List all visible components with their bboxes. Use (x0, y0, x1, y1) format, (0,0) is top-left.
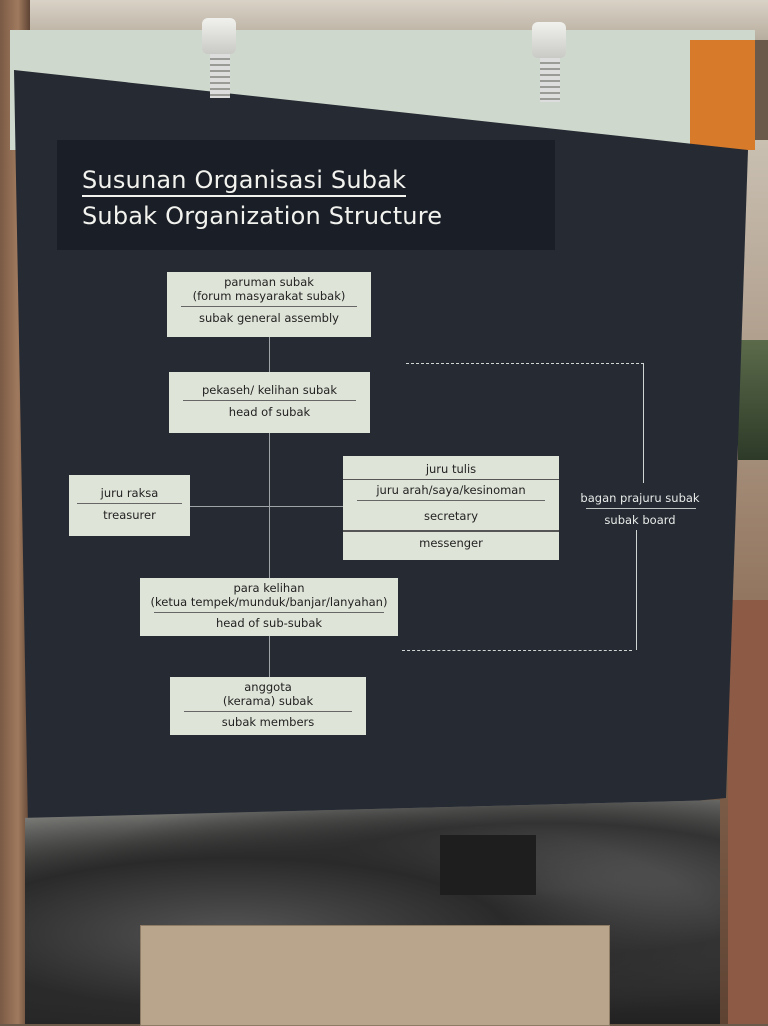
display-stand (140, 925, 610, 1026)
node-label: (ketua tempek/munduk/banjar/lanyahan) (150, 595, 388, 609)
panel-accent-strip (690, 40, 755, 150)
node-label: para kelihan (233, 581, 305, 595)
node-english-label: secretary (423, 509, 479, 523)
node-label: (kerama) subak (222, 694, 314, 708)
node-english-label: head of sub-subak (215, 616, 323, 630)
board-bracket-top (406, 363, 644, 364)
node-para-kelihan: para kelihan (ketua tempek/munduk/banjar… (140, 578, 398, 636)
spotlight-lamp-right (526, 14, 570, 102)
node-juru-tulis: juru tulis juru arah/saya/kesinoman secr… (343, 456, 559, 560)
node-anggota: anggota (kerama) subak subak members (170, 677, 366, 735)
title-indonesian: Susunan Organisasi Subak (82, 166, 407, 197)
board-group-label: bagan prajuru subak (580, 491, 700, 505)
board-bracket-bottom (402, 650, 632, 651)
node-label: juru arah/saya/kesinoman (376, 483, 526, 497)
node-label: juru raksa (100, 486, 159, 500)
board-group-separator (586, 508, 696, 509)
photo-sign (440, 835, 536, 895)
node-english-label: subak general assembly (199, 311, 339, 325)
node-english-label: messenger (419, 536, 483, 550)
node-label: (forum masyarakat subak) (192, 289, 346, 303)
node-english-label: treasurer (103, 508, 156, 522)
board-bracket-right-lower (636, 530, 637, 650)
node-label: juru tulis (425, 462, 477, 476)
floor (728, 600, 768, 1024)
node-juru-raksa: juru raksa treasurer (69, 475, 190, 536)
board-group-english: subak board (604, 513, 676, 527)
side-connector (190, 506, 343, 507)
main-connector (269, 337, 270, 677)
node-label: pekaseh/ kelihan subak (201, 383, 338, 397)
node-label: paruman subak (224, 275, 314, 289)
background-window (738, 340, 768, 460)
title-english: Subak Organization Structure (82, 202, 443, 230)
spotlight-lamp-left (196, 10, 240, 98)
node-label: anggota (244, 680, 292, 694)
board-bracket-right-upper (643, 363, 644, 483)
node-paruman-subak: paruman subak (forum masyarakat subak) s… (167, 272, 371, 337)
node-english-label: subak members (221, 715, 315, 729)
node-pekaseh: pekaseh/ kelihan subak head of subak (169, 372, 370, 433)
node-english-label: head of subak (228, 405, 311, 419)
